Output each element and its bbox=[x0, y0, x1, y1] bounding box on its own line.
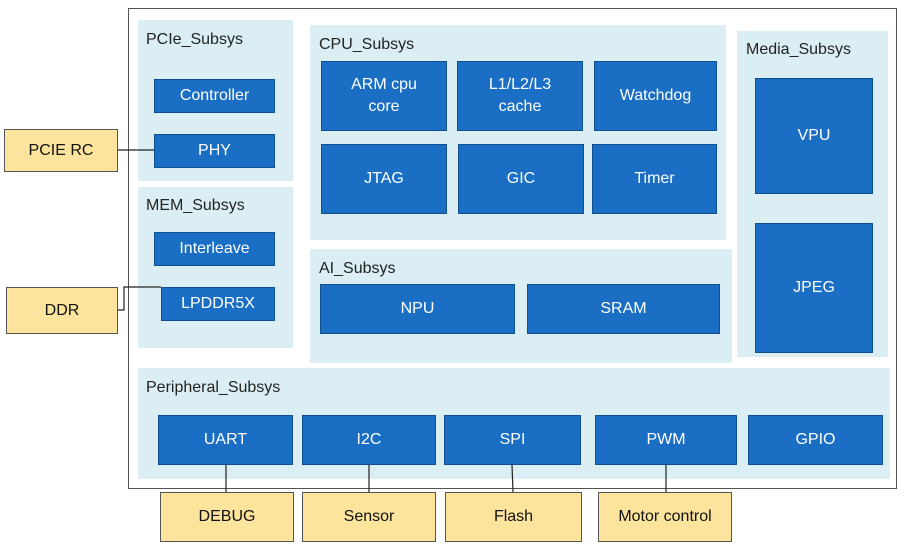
media-subsystem-title: Media_Subsys bbox=[746, 41, 851, 58]
peripheral-subsystem-title: Peripheral_Subsys bbox=[146, 379, 281, 396]
jpeg-block: JPEG bbox=[755, 223, 873, 353]
lpddr5x-block: LPDDR5X bbox=[161, 287, 275, 321]
motor-control-device: Motor control bbox=[598, 492, 732, 542]
timer-block: Timer bbox=[592, 144, 717, 214]
uart-block: UART bbox=[158, 415, 293, 465]
pcie-rc-device: PCIE RC bbox=[4, 129, 118, 172]
spi-block: SPI bbox=[444, 415, 581, 465]
mem-subsystem bbox=[138, 187, 293, 348]
sensor-device: Sensor bbox=[302, 492, 436, 542]
arm-cpu-core-block: ARM cpu core bbox=[321, 61, 447, 131]
sram-block: SRAM bbox=[527, 284, 720, 334]
debug-device: DEBUG bbox=[160, 492, 294, 542]
vpu-block: VPU bbox=[755, 78, 873, 194]
pwm-block: PWM bbox=[595, 415, 737, 465]
watchdog-block: Watchdog bbox=[594, 61, 717, 131]
gic-block: GIC bbox=[458, 144, 584, 214]
interleave-block: Interleave bbox=[154, 232, 275, 266]
jtag-block: JTAG bbox=[321, 144, 447, 214]
pcie-controller-block: Controller bbox=[154, 79, 275, 113]
cpu-subsystem-title: CPU_Subsys bbox=[319, 36, 415, 53]
ddr-device: DDR bbox=[6, 287, 118, 334]
i2c-block: I2C bbox=[302, 415, 436, 465]
cache-block: L1/L2/L3 cache bbox=[457, 61, 583, 131]
pcie-subsystem-title: PCIe_Subsys bbox=[146, 31, 243, 48]
gpio-block: GPIO bbox=[748, 415, 883, 465]
npu-block: NPU bbox=[320, 284, 515, 334]
mem-subsystem-title: MEM_Subsys bbox=[146, 197, 245, 214]
ai-subsystem-title: AI_Subsys bbox=[319, 260, 396, 277]
flash-device: Flash bbox=[445, 492, 582, 542]
pcie-phy-block: PHY bbox=[154, 134, 275, 168]
